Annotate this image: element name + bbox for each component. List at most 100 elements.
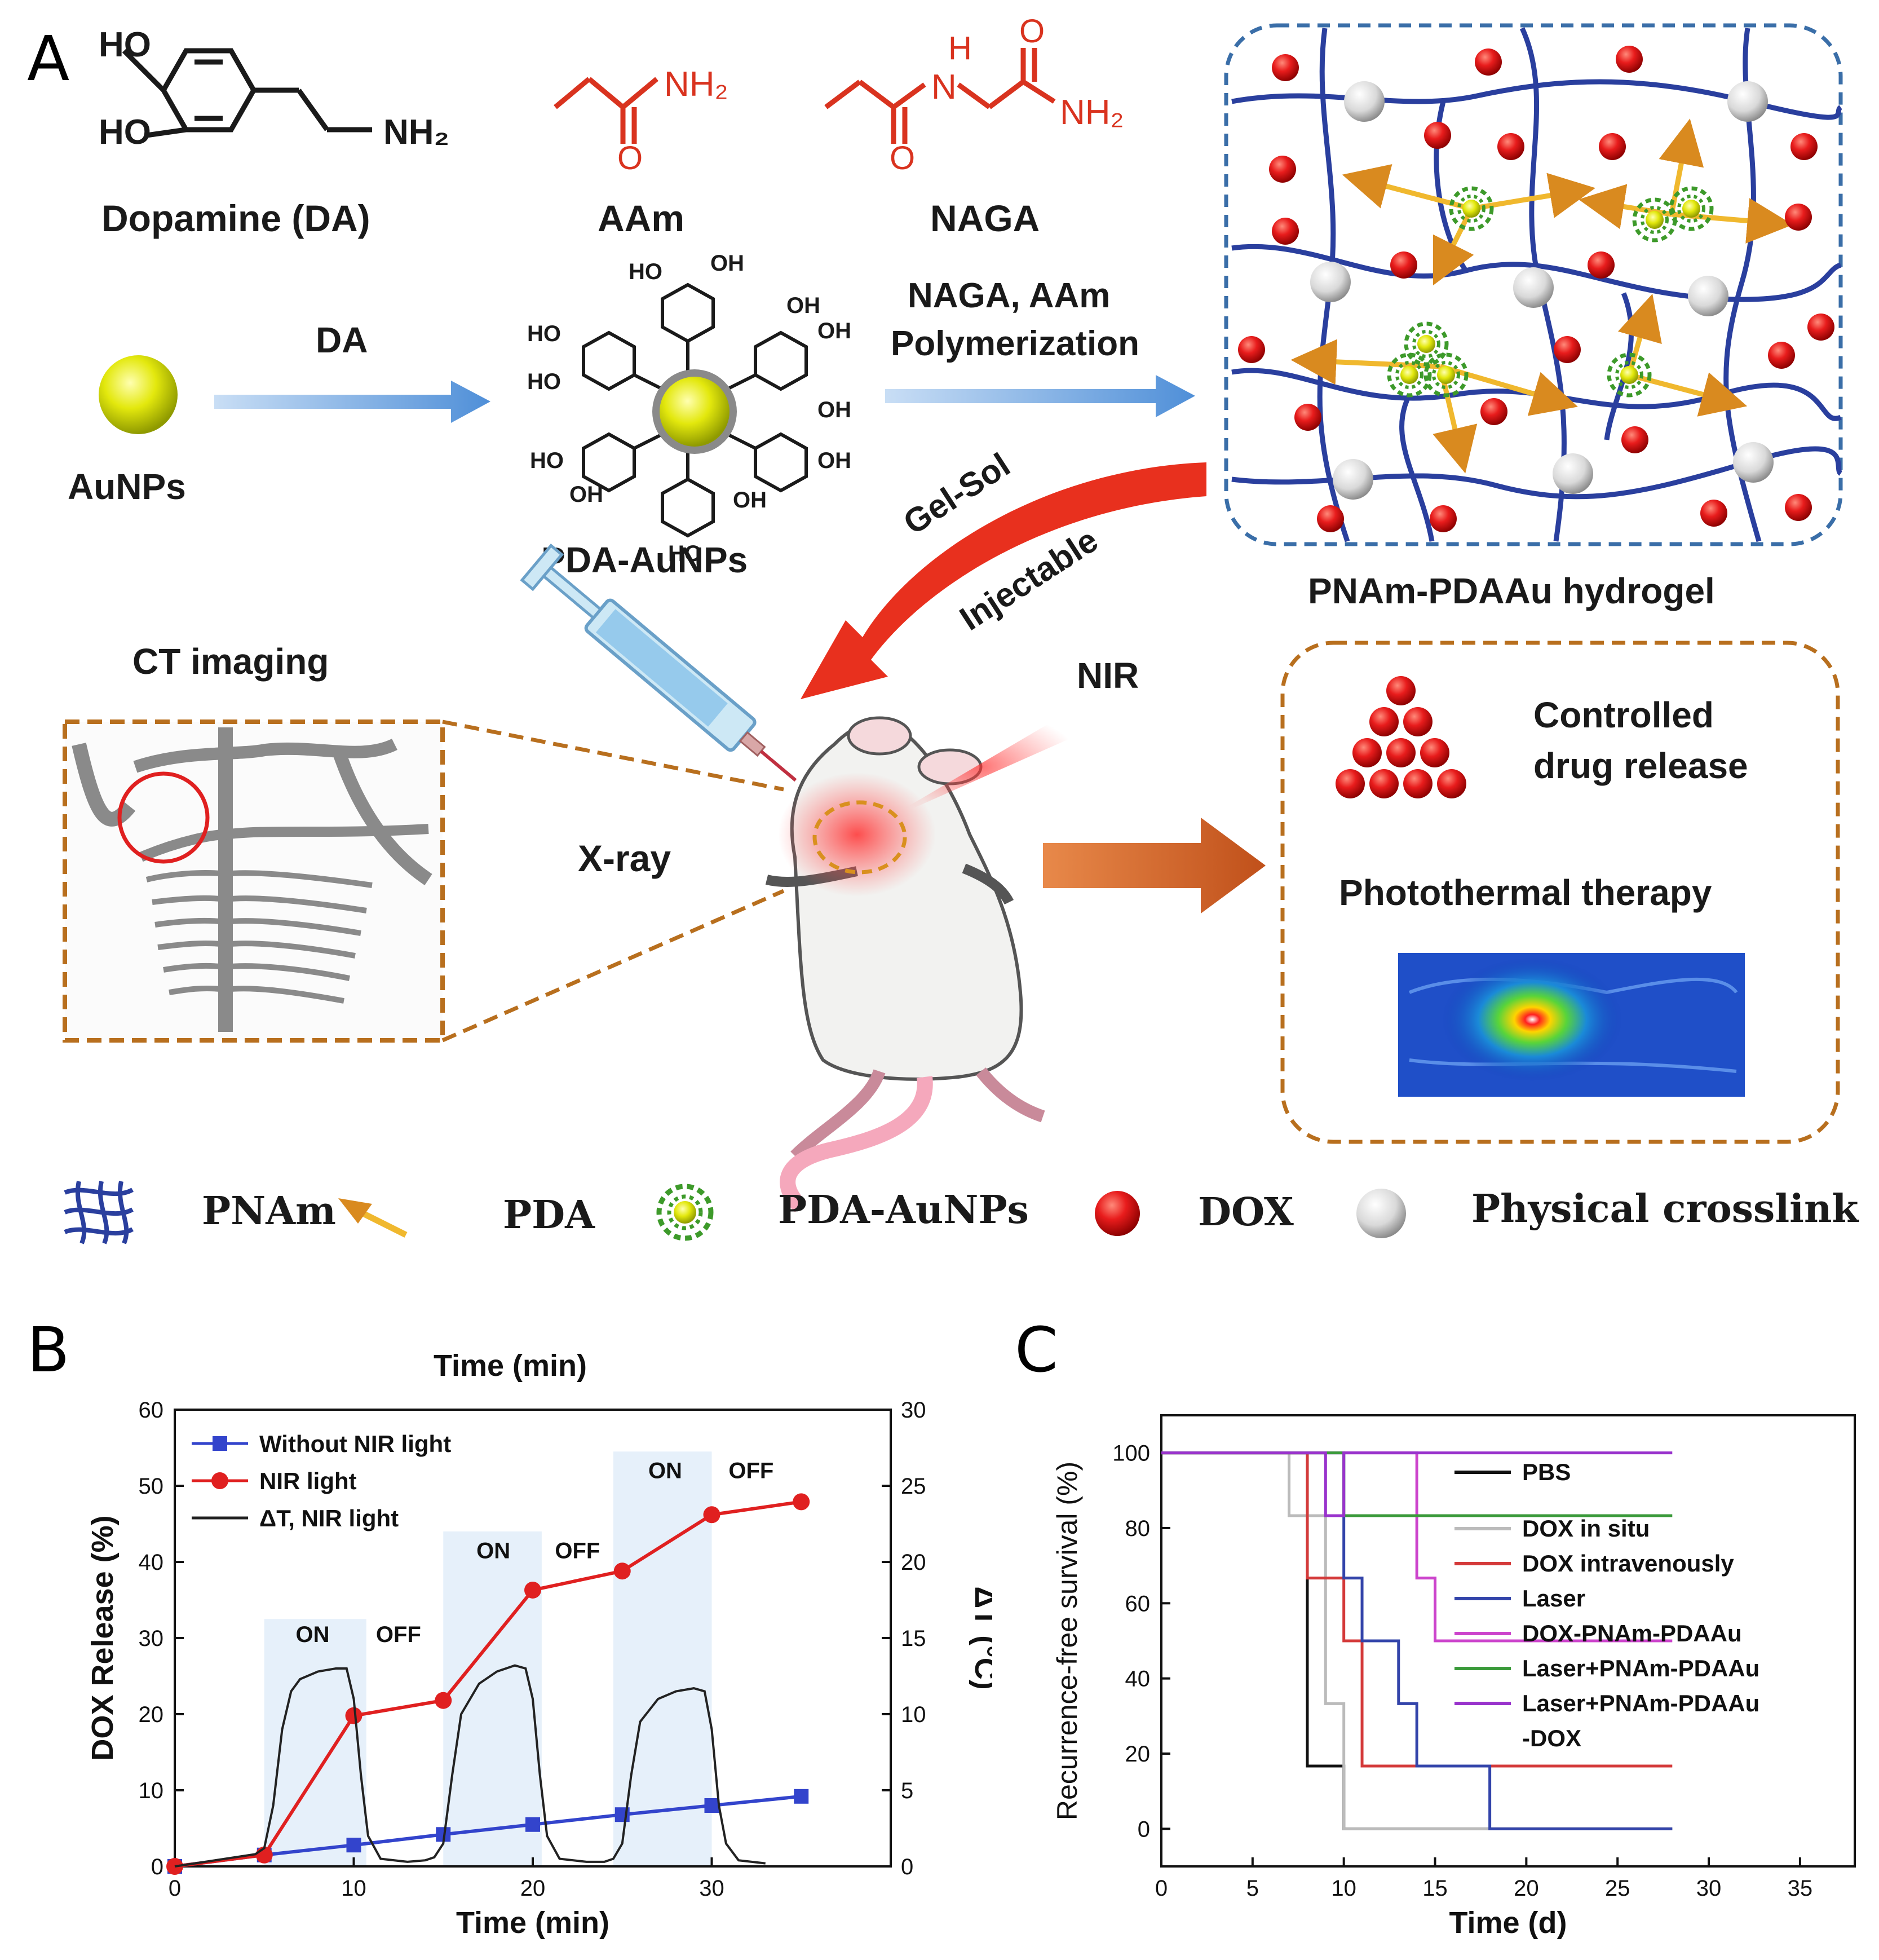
pda-aunp-core bbox=[660, 377, 730, 447]
dox-triangle bbox=[1336, 676, 1466, 798]
svg-text:OH: OH bbox=[733, 488, 767, 513]
mouse-illustration bbox=[765, 710, 1082, 1212]
on-label: ON bbox=[648, 1459, 682, 1484]
x-tick-label: 35 bbox=[1788, 1876, 1813, 1901]
series-marker bbox=[613, 1562, 631, 1580]
syringe bbox=[520, 543, 797, 782]
ct-skeleton bbox=[72, 727, 432, 1032]
y-axis-label: DOX Release (%) bbox=[86, 1515, 120, 1760]
therapy-arrow bbox=[1043, 818, 1266, 913]
ct-box bbox=[63, 719, 445, 1043]
legend-label: DOX in situ bbox=[1522, 1515, 1650, 1542]
nir-label: NIR bbox=[1077, 655, 1139, 696]
aunp-sphere bbox=[99, 355, 178, 434]
aam-amine: NH₂ bbox=[664, 65, 728, 104]
da-arrow bbox=[214, 381, 490, 423]
legend-pda: PDA bbox=[503, 1193, 595, 1238]
hydrogel-dox bbox=[1238, 46, 1834, 532]
survival-line-3 bbox=[1161, 1451, 1673, 1830]
x-axis-label: Time (min) bbox=[456, 1906, 609, 1940]
legend-pda-aunps: PDA-AuNPs bbox=[778, 1188, 1029, 1233]
x-tick-label: 5 bbox=[1246, 1876, 1259, 1901]
panel-label-b: B bbox=[27, 1314, 70, 1386]
xray-label: X-ray bbox=[578, 837, 671, 879]
flower-nanoparticle-icon bbox=[656, 1184, 714, 1241]
svg-text:HO: HO bbox=[629, 259, 662, 284]
series-marker bbox=[524, 1581, 541, 1599]
legend-icons bbox=[64, 1181, 1406, 1244]
svg-text:HO: HO bbox=[527, 369, 561, 394]
zoom-line-bottom bbox=[441, 889, 785, 1043]
panel-label-a: A bbox=[27, 23, 70, 95]
y-tick-label: 40 bbox=[139, 1550, 164, 1575]
legend-label: Laser+PNAm-PDAAu bbox=[1522, 1690, 1759, 1716]
dopamine-oh-top: HO bbox=[99, 25, 151, 64]
survival-line-1 bbox=[1161, 1451, 1673, 1830]
controlled-line1: Controlled bbox=[1533, 695, 1714, 735]
legend-marker bbox=[213, 1436, 227, 1451]
off-label: OFF bbox=[728, 1459, 773, 1484]
y-tick-label: 60 bbox=[1125, 1591, 1151, 1616]
series-line-0 bbox=[174, 1794, 802, 1868]
x-tick-label: 10 bbox=[341, 1876, 366, 1901]
polymerization-arrow bbox=[885, 375, 1195, 417]
naga-oxygen-top: O bbox=[1019, 13, 1045, 50]
dopamine-amine: NH₂ bbox=[383, 113, 449, 152]
off-label: OFF bbox=[376, 1622, 421, 1647]
off-label: OFF bbox=[555, 1538, 600, 1563]
svg-text:OH: OH bbox=[817, 398, 851, 422]
series-marker bbox=[704, 1798, 719, 1813]
zoom-line-top bbox=[442, 719, 784, 792]
survival-line-2 bbox=[1161, 1451, 1673, 1768]
legend-label: -DOX bbox=[1522, 1725, 1581, 1751]
hydrogel-box bbox=[1224, 23, 1843, 546]
y-tick-label: 10 bbox=[139, 1778, 164, 1803]
y-tick-label: 80 bbox=[1125, 1516, 1151, 1541]
legend-pnam: PNAm bbox=[202, 1189, 336, 1234]
plot-frame bbox=[1160, 1414, 1856, 1868]
dopamine-oh-bottom: HO bbox=[99, 113, 151, 152]
scheme-diagram: HO HO NH₂ Dopamine (DA) NH₂ O AAm H N O … bbox=[63, 13, 1843, 1212]
y-tick-label: 20 bbox=[139, 1702, 164, 1727]
on-window bbox=[613, 1451, 712, 1866]
white-sphere-icon bbox=[1356, 1189, 1406, 1238]
x-tick-label: 20 bbox=[1514, 1876, 1539, 1901]
arrow-icon bbox=[338, 1198, 408, 1238]
da-arrow-label: DA bbox=[316, 320, 368, 360]
controlled-line2: drug release bbox=[1533, 745, 1748, 786]
survival-line-4 bbox=[1161, 1451, 1673, 1643]
series-line-2 bbox=[174, 1664, 766, 1868]
hydrogel-label: PNAm-PDAAu hydrogel bbox=[1308, 571, 1715, 611]
polymerization-line1: NAGA, AAm bbox=[908, 276, 1110, 315]
svg-text:OH: OH bbox=[786, 293, 820, 318]
x-tick-label: 20 bbox=[520, 1876, 546, 1901]
svg-text:OH: OH bbox=[817, 319, 851, 343]
y2-tick-label: 5 bbox=[901, 1778, 913, 1803]
gel-sol-arrow bbox=[801, 462, 1206, 699]
series-marker bbox=[346, 1838, 361, 1853]
x-tick-label: 30 bbox=[1696, 1876, 1722, 1901]
hydrogel-crosslinks bbox=[1310, 81, 1774, 500]
legend-label: Laser bbox=[1522, 1585, 1585, 1612]
y2-tick-label: 10 bbox=[901, 1702, 926, 1727]
on-window bbox=[443, 1531, 542, 1866]
x-axis-label: Time (d) bbox=[1449, 1906, 1567, 1940]
x-tick-label: 10 bbox=[1331, 1876, 1356, 1901]
legend-label: ΔT, NIR light bbox=[259, 1505, 399, 1531]
y2-axis-label: ΔT (°C) bbox=[969, 1586, 992, 1689]
series-line-1 bbox=[174, 1500, 802, 1868]
legend-label: Without NIR light bbox=[259, 1431, 451, 1457]
y-tick-label: 40 bbox=[1125, 1667, 1151, 1692]
pda-aunps-label: PDA-AuNPs bbox=[541, 540, 748, 580]
x-tick-label: 0 bbox=[169, 1876, 181, 1901]
naga-structure bbox=[824, 48, 1056, 144]
chart-title: Time (min) bbox=[434, 1349, 587, 1383]
svg-text:HO: HO bbox=[530, 448, 564, 473]
on-label: ON bbox=[295, 1622, 329, 1647]
y-tick-label: 0 bbox=[151, 1855, 163, 1879]
dopamine-label: Dopamine (DA) bbox=[101, 197, 370, 239]
naga-oxygen-bottom: O bbox=[890, 140, 915, 176]
x-tick-label: 0 bbox=[1155, 1876, 1168, 1901]
